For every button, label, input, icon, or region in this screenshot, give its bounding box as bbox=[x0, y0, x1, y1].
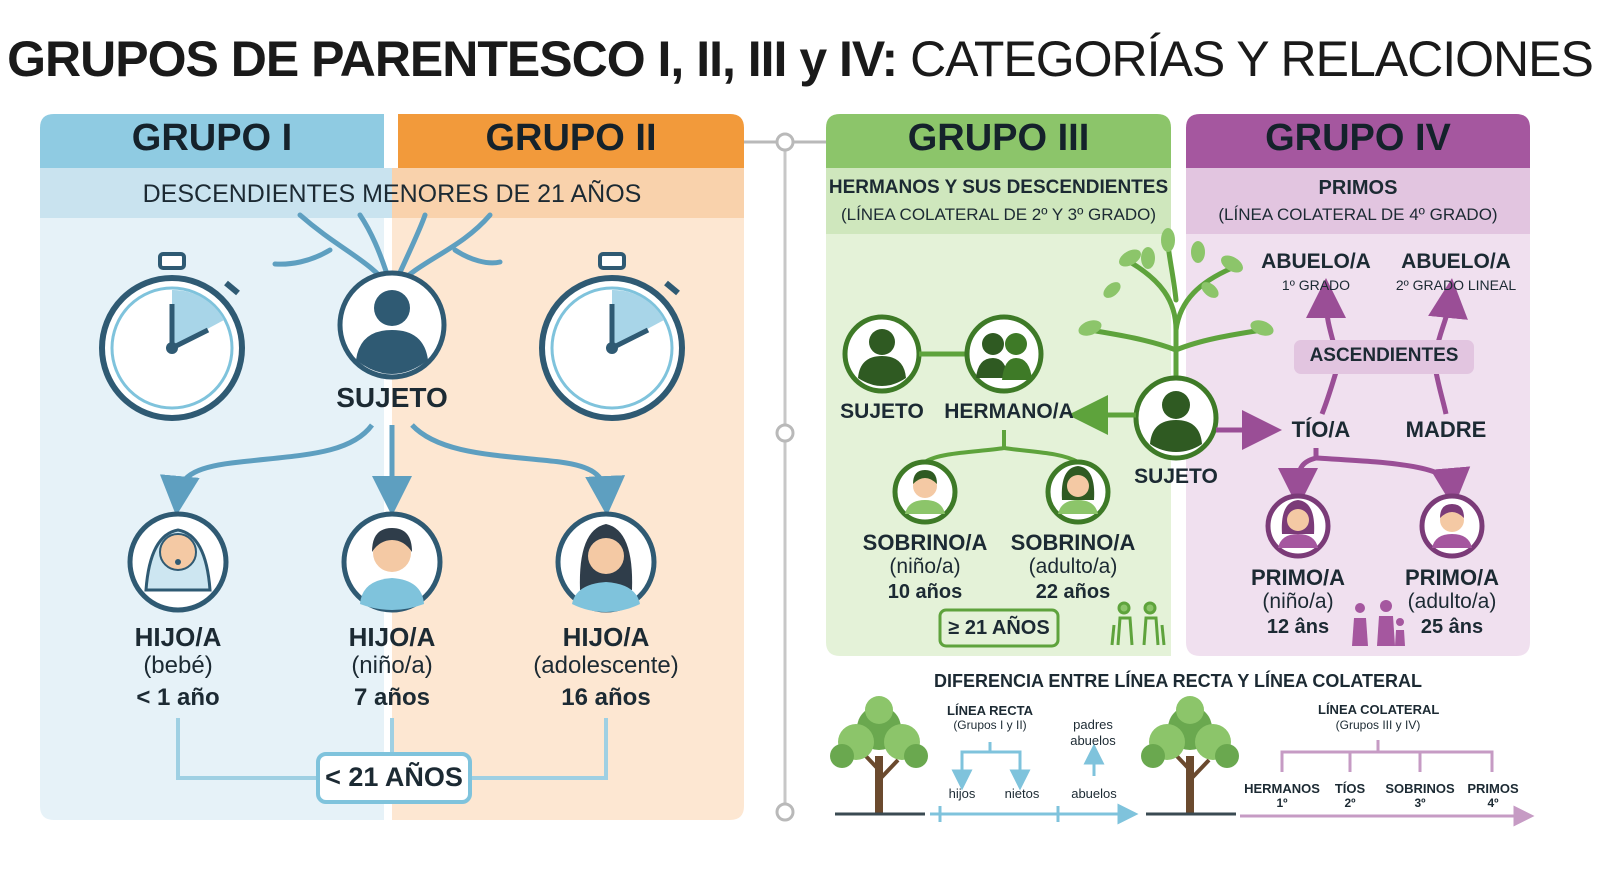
child-avatar-teen bbox=[555, 511, 657, 613]
cousin-role: PRIMO/A bbox=[1250, 565, 1346, 590]
subject-avatar-small bbox=[842, 314, 922, 394]
tree-icon bbox=[1141, 696, 1239, 816]
straight-line-title: LÍNEA RECTA bbox=[947, 703, 1033, 718]
grandparent-label: ABUELO/A bbox=[1261, 250, 1371, 273]
nephew-role: SOBRINO/A bbox=[1010, 530, 1136, 555]
collateral-item-degree: 1º bbox=[1276, 796, 1288, 810]
straight-line-grandparents: abuelos bbox=[1071, 786, 1117, 801]
group3-header: GRUPO III bbox=[907, 117, 1090, 159]
collateral-line-title: LÍNEA COLATERAL bbox=[1318, 702, 1440, 717]
adult-limit-badge: ≥ 21 AÑOS bbox=[948, 617, 1050, 639]
connector-line bbox=[744, 132, 826, 822]
cousin-avatar-adult bbox=[1419, 493, 1485, 559]
child-arrows bbox=[159, 423, 626, 516]
ascendants-label: ASCENDIENTES bbox=[1309, 345, 1459, 366]
subject-avatar bbox=[337, 270, 447, 380]
child-detail: (niño/a) bbox=[351, 652, 433, 679]
nephew-detail: (adulto/a) bbox=[1028, 555, 1118, 578]
straight-line-up: padres abuelos bbox=[1070, 717, 1116, 748]
child-role: HIJO/A bbox=[562, 622, 650, 652]
group2-panel bbox=[392, 114, 744, 820]
child-avatar-baby bbox=[127, 511, 229, 613]
straight-line-groups: (Grupos I y II) bbox=[953, 718, 1027, 732]
leaves bbox=[1078, 228, 1274, 336]
cousin-detail: (niño/a) bbox=[1262, 590, 1334, 613]
group4-header: GRUPO IV bbox=[1265, 117, 1451, 159]
subject-label: SUJETO bbox=[336, 382, 448, 413]
group1-header: GRUPO I bbox=[131, 117, 293, 159]
subject-label: SUJETO bbox=[1134, 465, 1218, 488]
collateral-item-label: HERMANOS bbox=[1244, 781, 1320, 796]
nephew-detail: (niño/a) bbox=[889, 555, 961, 578]
groups12-subtitle: DESCENDIENTES MENORES DE 21 AÑOS bbox=[142, 180, 642, 208]
uncle-label: TÍO/A bbox=[1291, 417, 1351, 442]
cousin-age: 25 âns bbox=[1420, 616, 1484, 638]
subject-label: SUJETO bbox=[840, 400, 924, 423]
age-bracket bbox=[176, 718, 608, 780]
title-light: CATEGORÍAS Y RELACIONES bbox=[910, 31, 1594, 87]
page-title: GRUPOS DE PARENTESCO I, II, III y IV: CA… bbox=[0, 30, 1600, 88]
straight-line-diagram bbox=[930, 742, 1139, 825]
comparison-title: DIFERENCIA ENTRE LÍNEA RECTA Y LÍNEA COL… bbox=[933, 671, 1422, 691]
cousin-role: PRIMO/A bbox=[1404, 565, 1500, 590]
group2-header: GRUPO II bbox=[485, 117, 657, 159]
sibling-avatar bbox=[964, 314, 1044, 394]
grandparent-label: ABUELO/A bbox=[1401, 250, 1511, 273]
tree-icon bbox=[830, 696, 928, 816]
cousin-arrows bbox=[1278, 448, 1471, 508]
child-detail: (adolescente) bbox=[533, 652, 679, 679]
collateral-item-label: PRIMOS bbox=[1467, 781, 1519, 796]
group4-subtitle: PRIMOS bbox=[1318, 177, 1398, 199]
child-age: < 1 año bbox=[136, 684, 220, 711]
group3-subtitle: HERMANOS Y SUS DESCENDIENTES bbox=[828, 177, 1169, 198]
straight-line-children: hijos bbox=[948, 786, 976, 801]
nephew-branch bbox=[923, 430, 1079, 464]
collateral-item-label: SOBRINOS bbox=[1385, 781, 1455, 796]
group3-subtitle2: (LÍNEA COLATERAL DE 2º Y 3º GRADO) bbox=[840, 205, 1157, 224]
cousin-age: 12 âns bbox=[1266, 616, 1330, 638]
child-detail: (bebé) bbox=[143, 652, 213, 679]
child-avatar-kid bbox=[341, 511, 443, 613]
child-role: HIJO/A bbox=[134, 622, 222, 652]
grandparent-degree: 2º GRADO LINEAL bbox=[1395, 277, 1517, 293]
sibling-label: HERMANO/A bbox=[944, 400, 1074, 423]
elderly-couple-icon bbox=[1110, 601, 1166, 646]
collateral-line-groups: (Grupos III y IV) bbox=[1335, 718, 1421, 732]
family-group-icon bbox=[1352, 600, 1405, 646]
nephew-avatar-adult bbox=[1045, 459, 1111, 525]
mother-label: MADRE bbox=[1405, 417, 1487, 442]
child-role: HIJO/A bbox=[348, 622, 436, 652]
cousin-detail: (adulto/a) bbox=[1407, 590, 1497, 613]
nephew-role: SOBRINO/A bbox=[862, 530, 988, 555]
age-limit-badge: < 21 AÑOS bbox=[325, 762, 463, 792]
straight-line-grandchildren: nietos bbox=[1004, 786, 1040, 801]
grandparent-degree: 1º GRADO bbox=[1281, 277, 1351, 293]
nephew-age: 22 años bbox=[1035, 581, 1111, 603]
nephew-age: 10 años bbox=[887, 581, 963, 603]
child-age: 7 años bbox=[353, 684, 431, 711]
collateral-item-label: TÍOS bbox=[1334, 781, 1366, 796]
collateral-item-degree: 3º bbox=[1414, 796, 1426, 810]
collateral-line-diagram bbox=[1240, 740, 1535, 827]
group4-subtitle2: (LÍNEA COLATERAL DE 4º GRADO) bbox=[1218, 205, 1498, 224]
title-bold: GRUPOS DE PARENTESCO I, II, III y IV: bbox=[7, 31, 898, 87]
cousin-avatar-child bbox=[1265, 493, 1331, 559]
nephew-avatar-child bbox=[892, 459, 958, 525]
collateral-item-degree: 4º bbox=[1487, 796, 1499, 810]
stopwatch-icon bbox=[99, 252, 245, 421]
subject-avatar bbox=[1133, 375, 1219, 461]
collateral-item-degree: 2º bbox=[1344, 796, 1356, 810]
stopwatch-icon bbox=[539, 252, 685, 421]
child-age: 16 años bbox=[561, 684, 651, 711]
sibling-tree-icon bbox=[1087, 242, 1265, 391]
